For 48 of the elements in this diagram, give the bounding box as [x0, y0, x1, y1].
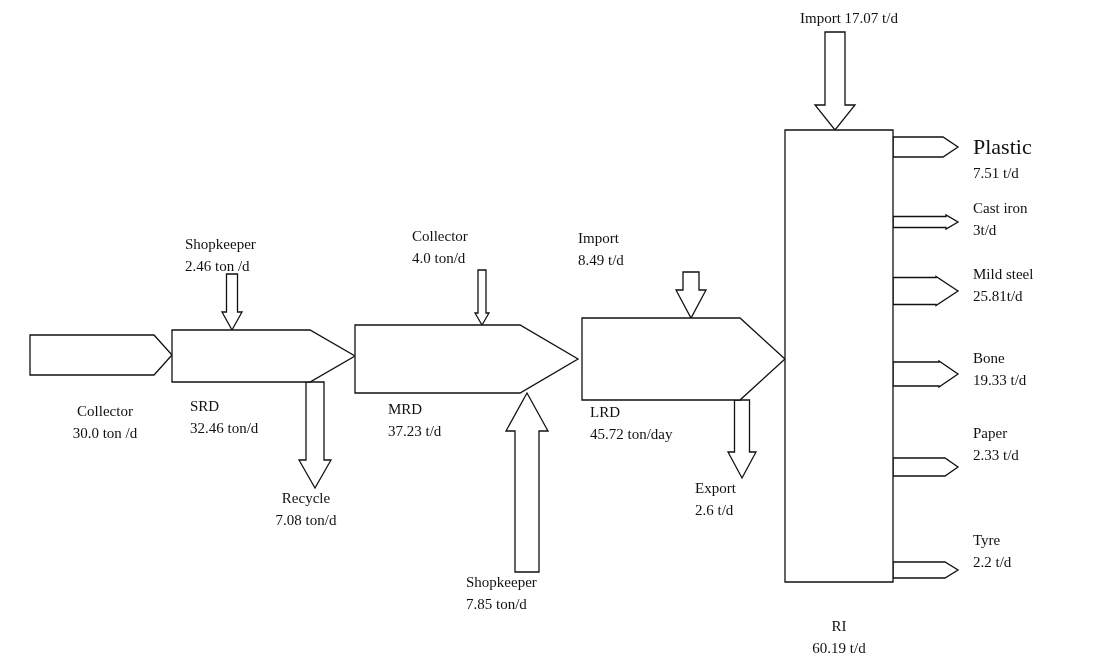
flow-rate: 2.2 t/d [973, 552, 1012, 572]
flow-name: Bone [973, 349, 1005, 368]
flow-arrow [892, 275, 960, 307]
flow-rate: 3t/d [973, 220, 997, 240]
flow-rate: 37.23 t/d [388, 421, 442, 441]
flow-arrow [473, 269, 491, 327]
flow-rate: 8.49 t/d [578, 250, 624, 270]
flow-name: Import 17.07 t/d [800, 9, 898, 28]
flow-name: Shopkeeper [466, 573, 537, 592]
flow-arrow [892, 213, 960, 231]
flow-arrow [504, 391, 550, 573]
flow-arrow [892, 561, 960, 579]
flow-name: RI [831, 617, 847, 636]
flow-name: Paper [973, 424, 1008, 443]
flow-name: Plastic [973, 133, 1032, 161]
flow-rate: 25.81t/d [973, 286, 1023, 306]
flow-arrow [220, 273, 244, 332]
flow-name: Collector [77, 402, 133, 421]
flow-rate: 4.0 ton/d [412, 248, 466, 268]
flow-rate: 30.0 ton /d [72, 423, 138, 443]
flow-rate: 32.46 ton/d [190, 418, 259, 438]
flow-arrow [892, 457, 960, 477]
flow-arrow [813, 31, 857, 132]
flow-rate: 7.85 ton/d [466, 594, 527, 614]
flow-rate: 2.33 t/d [973, 445, 1019, 465]
flow-arrow [297, 381, 333, 490]
flow-rate: 7.08 ton/d [275, 510, 337, 530]
flow-name: Cast iron [973, 199, 1028, 218]
flow-rate: 7.51 t/d [973, 163, 1019, 183]
flow-name: Shopkeeper [185, 235, 256, 254]
flow-name: Collector [412, 227, 468, 246]
flow-name: Mild steel [973, 265, 1034, 284]
flow-name: Recycle [281, 489, 331, 508]
flow-name: SRD [190, 397, 220, 416]
flow-arrow [674, 271, 708, 320]
flow-name: MRD [388, 400, 423, 419]
flow-rate: 19.33 t/d [973, 370, 1027, 390]
flow-name: LRD [590, 403, 620, 422]
flow-arrow [726, 399, 758, 480]
flow-rate: 45.72 ton/day [590, 424, 673, 444]
flow-name: Import [578, 229, 619, 248]
flow-arrow [892, 359, 960, 389]
flow-arrow [892, 136, 960, 158]
flow-rate: 2.6 t/d [695, 500, 734, 520]
flow-name: Tyre [973, 531, 1001, 550]
flow-rate: 60.19 t/d [812, 638, 866, 658]
flow-rate: 2.46 ton /d [185, 256, 250, 276]
flow-name: Export [695, 479, 736, 498]
